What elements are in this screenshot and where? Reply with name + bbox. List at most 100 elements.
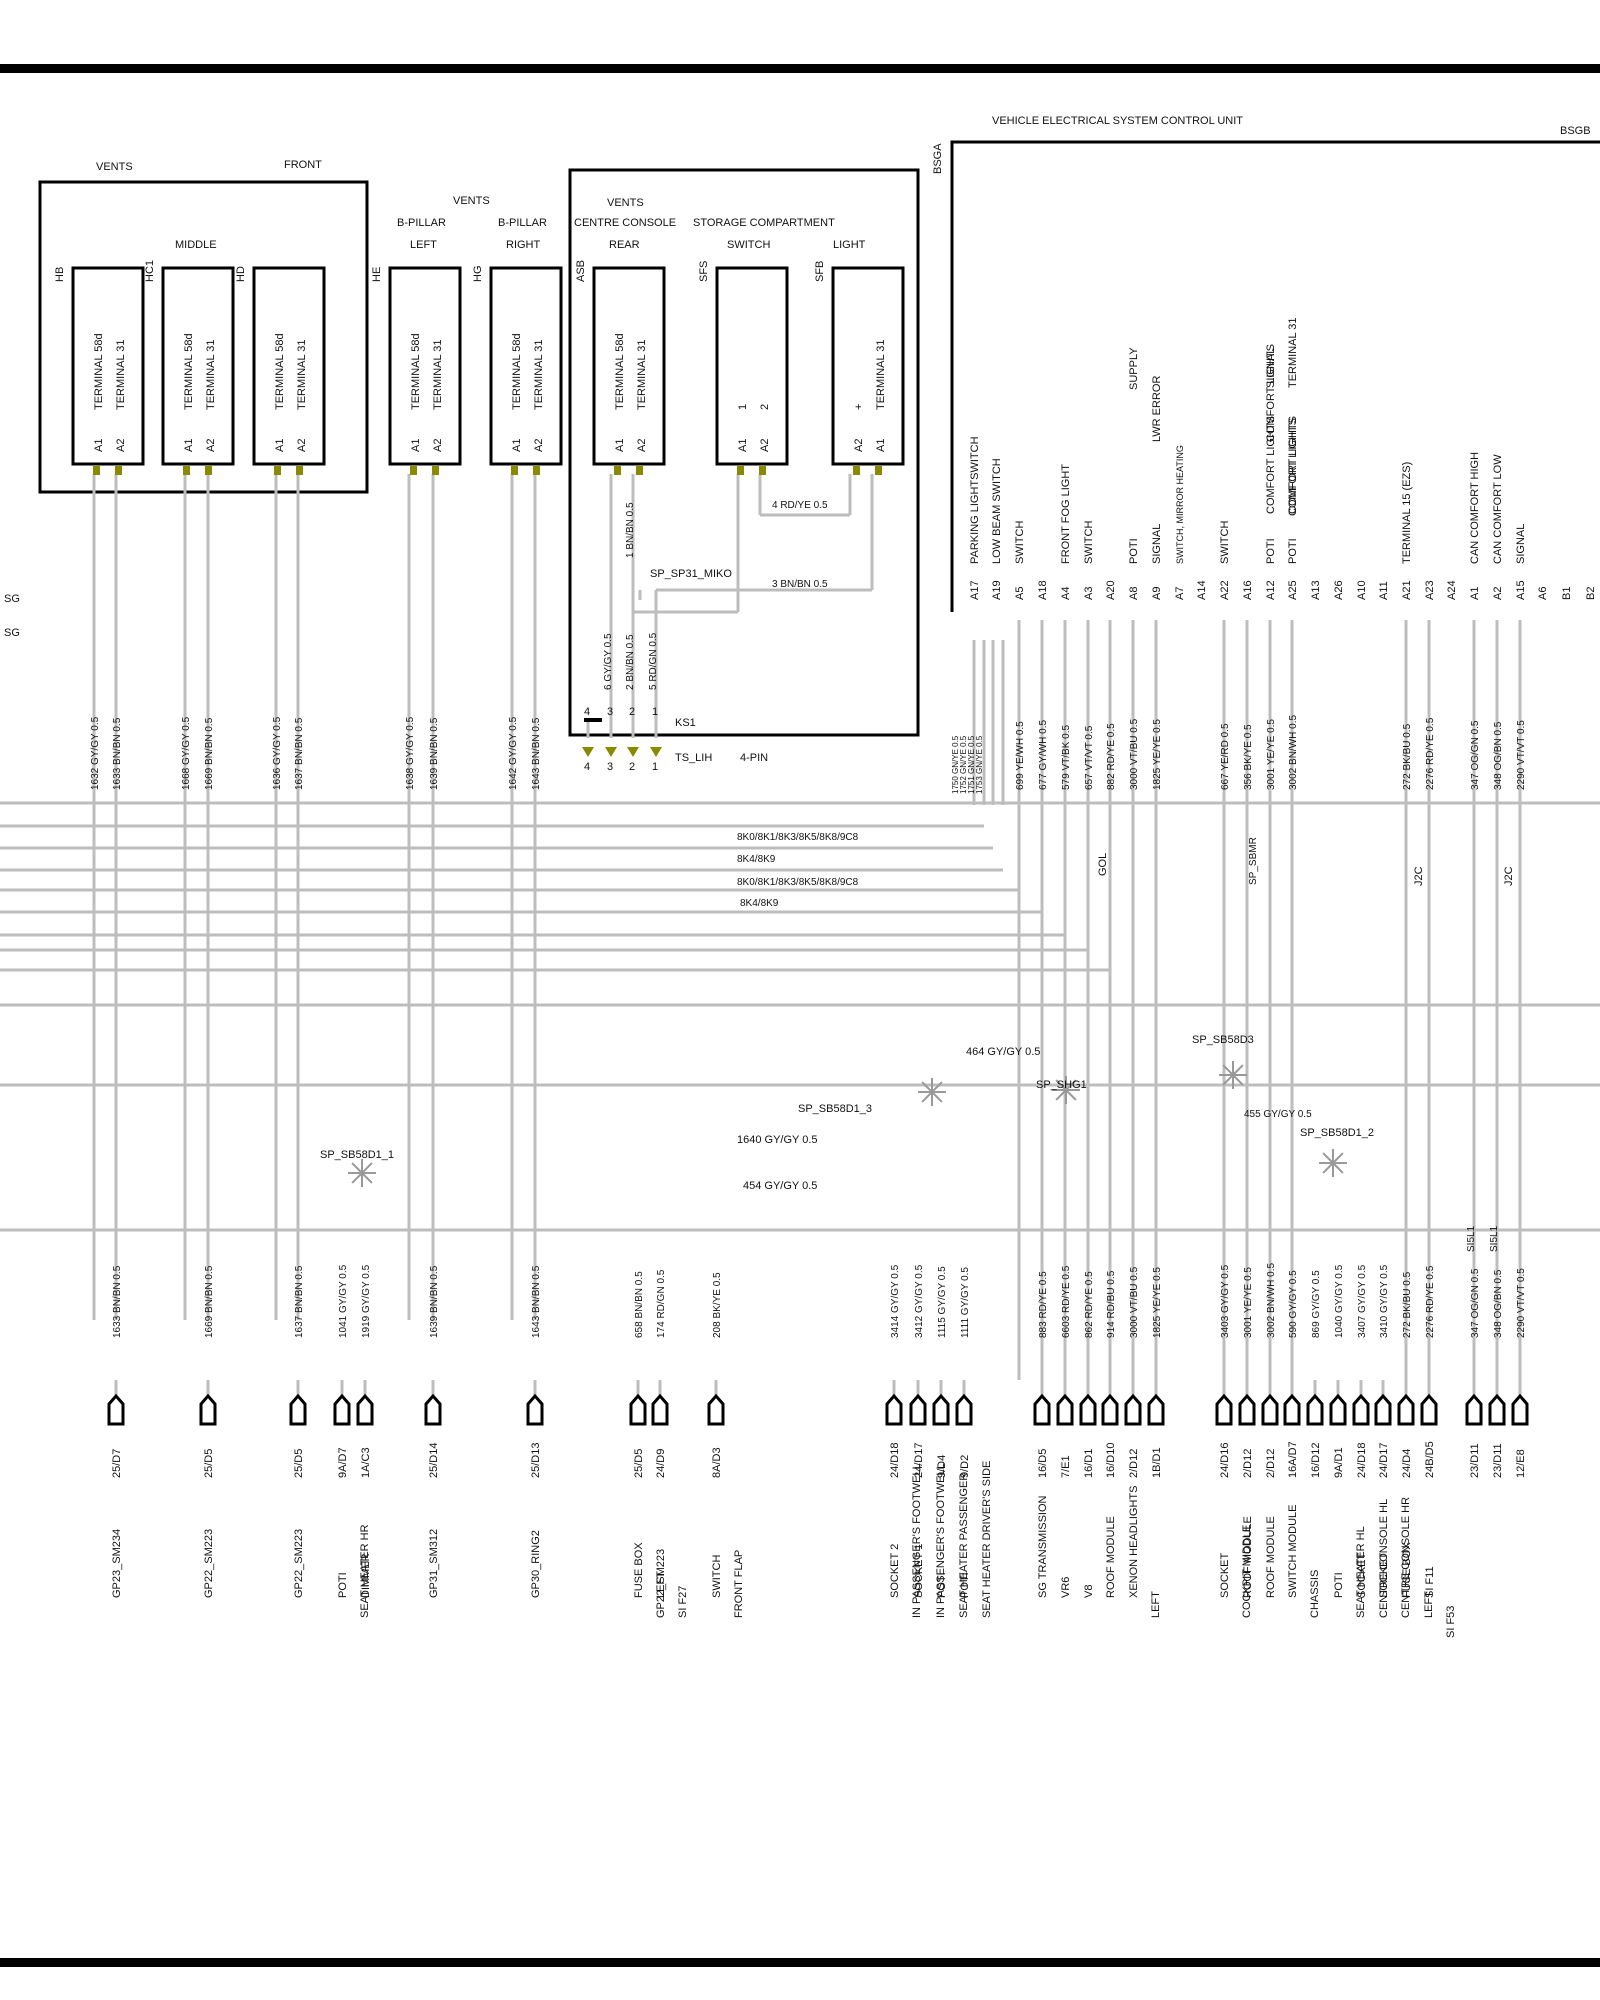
sg-left-label: SG [4, 593, 20, 605]
splice-star [361, 1162, 373, 1174]
vent-pin-label: A1 [511, 439, 523, 452]
bottom-wire-label: 2290 VT/VT 0.5 [1516, 1268, 1527, 1338]
wire-label: 2290 VT/VT 0.5 [1516, 720, 1527, 790]
wire-label: 699 YE/WH 0.5 [1015, 721, 1026, 790]
vent-pin-label: A2 [205, 439, 217, 452]
ecu-pin-function: POTI [1265, 538, 1277, 564]
ecu-upper-label: COMFORT LIGHTS [1287, 416, 1299, 514]
vent-id-hd: HD [235, 266, 247, 282]
ecu-upper-label: LWR ERROR [1151, 376, 1163, 442]
vent-pin-label: A1 [93, 439, 105, 452]
connector-ref: 16/D10 [1105, 1443, 1117, 1478]
ks1-pin-number: 4 [584, 706, 590, 718]
ecu-pin-label: A4 [1060, 587, 1072, 600]
vent-pin-stub [410, 466, 417, 475]
ecu-pin-label: A13 [1310, 580, 1322, 600]
vent-box-hd [252, 266, 326, 466]
destination-label: GP22_SM223 [655, 1549, 667, 1618]
vent-pin-label: A2 [853, 439, 865, 452]
vent-terminal-label: TERMINAL 58d [511, 333, 523, 410]
ecu-pin-label: A12 [1265, 580, 1277, 600]
connector-terminal [1056, 1393, 1074, 1426]
connector-ref: 16A/D7 [1287, 1441, 1299, 1478]
bus-wire-label: 464 GY/GY 0.5 [966, 1046, 1040, 1058]
vent-pin-stub [183, 466, 190, 475]
side-label: J2C [1503, 866, 1515, 886]
destination-label: SOCKET 2 [889, 1544, 901, 1598]
ecu-pin-label: A21 [1401, 580, 1413, 600]
ecu-pin-label: A9 [1151, 587, 1163, 600]
vent-terminal-label: TERMINAL 31 [533, 339, 545, 410]
destination-label: GP23_SM234 [111, 1529, 123, 1598]
internal-wire-label: 2 BN/BN 0.5 [625, 634, 636, 690]
wire-label-small: 1753 GN/YE 0.5 [975, 735, 984, 794]
vent-terminal-label: TERMINAL 31 [875, 339, 887, 410]
ecu-pin-function: CAN COMFORT HIGH [1469, 452, 1481, 564]
vent-terminal-label: TERMINAL 31 [296, 339, 308, 410]
destination-label: SWITCH MODULE [1287, 1505, 1299, 1599]
vent-box-asb [592, 266, 666, 466]
vent-pin-stub [93, 466, 100, 475]
vent-pin-stub [853, 466, 860, 475]
destination-label: ROOF MODULE [1105, 1516, 1117, 1598]
bottom-wire-label: 6603 RD/YE 0.5 [1061, 1265, 1072, 1338]
vent-pin-label: A1 [183, 439, 195, 452]
wire-label: 3002 BN/WH 0.5 [1288, 715, 1299, 790]
connector-terminal [1397, 1393, 1415, 1426]
vent-pin-label: A2 [759, 439, 771, 452]
bus-label: 8K4/8K9 [740, 898, 779, 909]
ks1-pin-number: 1 [652, 706, 658, 718]
connector-terminal [1374, 1393, 1392, 1426]
connector-terminal [629, 1393, 647, 1426]
connector-ref: 23/D11 [1492, 1443, 1504, 1478]
splice-star [1322, 1152, 1334, 1164]
ecu-pin-label: A14 [1196, 580, 1208, 600]
wire-label: 348 OG/BN 0.5 [1493, 721, 1504, 790]
connector-terminal [289, 1393, 307, 1426]
storage-label: STORAGE COMPARTMENT [693, 217, 835, 229]
ks1-label: KS1 [675, 717, 696, 729]
ecu-pin-label: A2 [1492, 587, 1504, 600]
vent-pin-label: A2 [636, 439, 648, 452]
connector-ref: 24/D4 [1401, 1449, 1413, 1478]
ts-lih-pin [627, 747, 639, 757]
ecu-pin-label: A10 [1356, 580, 1368, 600]
splice-label: SP_SB58D1_1 [320, 1149, 394, 1161]
destination-label: SOCKET [1356, 1552, 1368, 1598]
rear-label: REAR [609, 239, 640, 251]
middle-label: MIDDLE [175, 239, 217, 251]
ecu-pin-label: A22 [1219, 580, 1231, 600]
internal-wire-label: 4 RD/YE 0.5 [772, 500, 828, 511]
splice-star [351, 1172, 363, 1184]
destination-label: SWITCH [711, 1555, 723, 1598]
splice-label: SP_SBMR [1248, 837, 1259, 885]
splice-star [1322, 1162, 1334, 1174]
connector-ref: 24/D18 [1356, 1443, 1368, 1478]
connector-terminals [93, 466, 1529, 1426]
splice-label: SP_SB58D1_3 [798, 1103, 872, 1115]
ecu-pin-function: SWITCH, MIRROR HEATING [1175, 445, 1185, 564]
vent-pin-label: A1 [875, 439, 887, 452]
vent-pin-stub [614, 466, 621, 475]
connector-terminal [199, 1393, 217, 1426]
vent-pin-stub [759, 466, 766, 475]
connector-ref: 24/D17 [913, 1443, 925, 1478]
splice-star [931, 1081, 943, 1093]
ecu-pin-function: LOW BEAM SWITCH [991, 458, 1003, 564]
ecu-pin-label: A17 [969, 580, 981, 600]
wire-label: 677 GY/WH 0.5 [1038, 720, 1049, 790]
wire-lines [0, 474, 1600, 1395]
destination-label: POTI [959, 1572, 971, 1598]
vent-box-he [388, 266, 462, 466]
4pin-label: 4-PIN [740, 752, 768, 764]
destination-label: SEAT HEATER HL [1355, 1526, 1367, 1618]
destination-label: SOCKET [1219, 1552, 1231, 1598]
wire-label: 1637 BN/BN 0.5 [294, 717, 305, 790]
destination-label: LEFT [1150, 1591, 1162, 1618]
vent-id-he: HE [371, 267, 383, 282]
destination-label: POTI [1333, 1572, 1345, 1598]
vent-terminal-label: + [853, 404, 865, 410]
bottom-wire-label: 1040 GY/GY 0.5 [1334, 1264, 1345, 1338]
destination-label: ROOF MODULE [1242, 1516, 1254, 1598]
destination-label: GP22_SM223 [203, 1529, 215, 1598]
